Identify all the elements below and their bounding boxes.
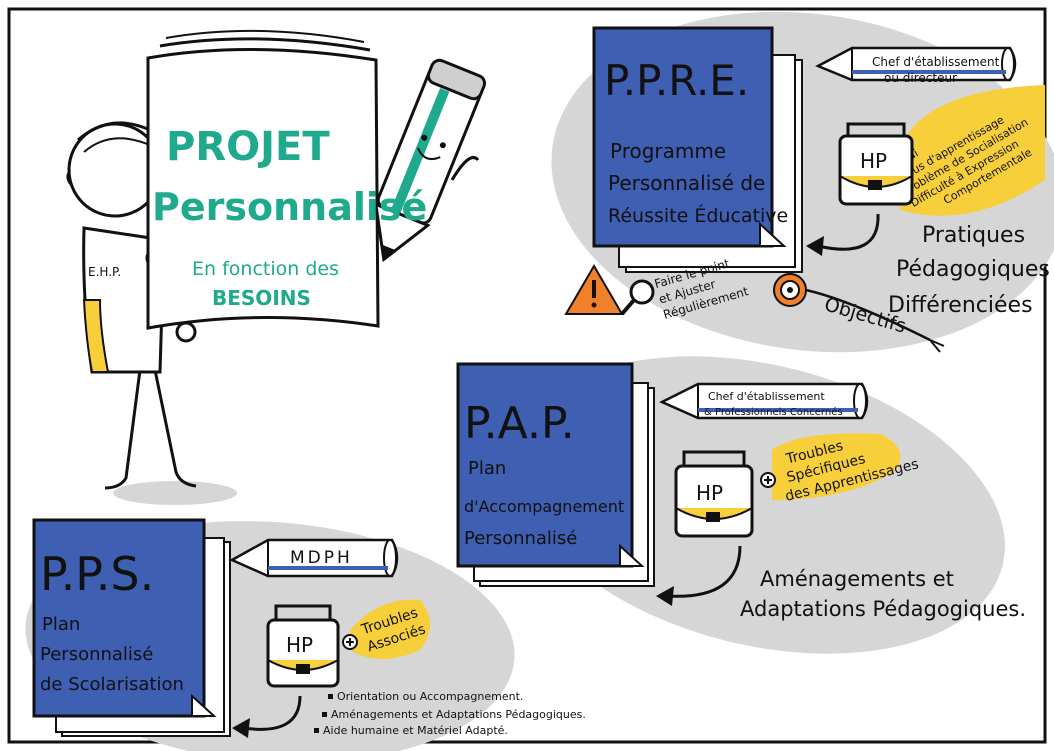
pap-adapt-line1: Aménagements et [760, 567, 954, 591]
ppre-briefcase-icon [838, 122, 914, 206]
pps-name-line1: Plan [42, 614, 80, 635]
pap-name-line2: d'Accompagnement [464, 497, 624, 516]
ppre-practice-line1: Pratiques [922, 223, 1025, 248]
ppre-book [592, 26, 803, 273]
pap-bag-label: HP [696, 481, 723, 505]
main-subtitle-line1: En fonction des [192, 258, 339, 280]
shirt-label: E.H.P. [88, 265, 121, 279]
main-title-line2: Personnalisé [152, 185, 427, 229]
pps-acronym: P.P.S. [40, 547, 154, 601]
pap-pencil-icon [659, 382, 869, 420]
pap-book [456, 362, 655, 587]
pap-briefcase-icon [674, 450, 754, 538]
pap-arrow [667, 545, 742, 598]
ppre-yellow-bubble [900, 85, 1045, 216]
pap-pencil-line1: Chef d'établissement [708, 390, 825, 403]
pap-name-line1: Plan [468, 458, 506, 479]
ppre-pencil-icon [815, 46, 1017, 82]
pps-bullet-1: Aménagements et Adaptations Pédagogiques… [331, 708, 586, 721]
character-with-book [66, 29, 487, 505]
pps-bullet-icon [322, 712, 327, 717]
ppre-pencil-line1: Chef d'établissement [872, 55, 1000, 69]
ppre-acronym: P.P.R.E. [604, 56, 749, 105]
ppre-name-line2: Personnalisé de [608, 171, 765, 195]
pap-adapt-line2: Adaptations Pédagogiques. [740, 597, 1026, 621]
pps-bullet-icon [328, 694, 333, 699]
pps-bullet-0: Orientation ou Accompagnement. [337, 690, 523, 703]
pps-arrow [243, 695, 302, 731]
pps-plus-icon [342, 634, 358, 650]
warning-icon [564, 264, 624, 315]
pps-yellow-bubble [350, 599, 430, 659]
pps-name-line2: Personnalisé [40, 644, 153, 665]
pps-bullet-icon [314, 728, 319, 733]
ppre-practice-line3: Différenciées [888, 293, 1033, 318]
ppre-arrow [817, 213, 880, 251]
ppre-name-line1: Programme [610, 139, 726, 163]
page-frame [7, 7, 1047, 744]
ppre-practice-line2: Pédagogiques [896, 257, 1050, 282]
pap-pencil-line2: & Professionnels Concernés [704, 406, 843, 418]
pps-name-line3: de Scolarisation [40, 674, 184, 695]
magnifier-icon [620, 279, 655, 316]
pps-pencil-label: MDPH [290, 548, 353, 568]
ppre-bag-label: HP [860, 149, 887, 173]
pps-pencil-icon [229, 538, 399, 578]
pps-book [32, 518, 231, 737]
pap-yellow-bubble [772, 433, 901, 500]
pps-bullet-2: Aide humaine et Matériel Adapté. [323, 724, 508, 737]
ppre-name-line3: Réussite Éducative [608, 204, 788, 227]
target-icon [773, 273, 945, 353]
pps-bag-label: HP [286, 633, 313, 657]
pps-briefcase-icon [266, 604, 340, 688]
ppre-pencil-line2: ou directeur [884, 71, 957, 85]
pap-plus-icon [760, 472, 776, 488]
pap-acronym: P.A.P. [464, 398, 575, 449]
pap-name-line3: Personnalisé [464, 528, 577, 549]
main-title-line1: PROJET [166, 124, 330, 170]
main-subtitle-line2: BESOINS [212, 286, 311, 310]
